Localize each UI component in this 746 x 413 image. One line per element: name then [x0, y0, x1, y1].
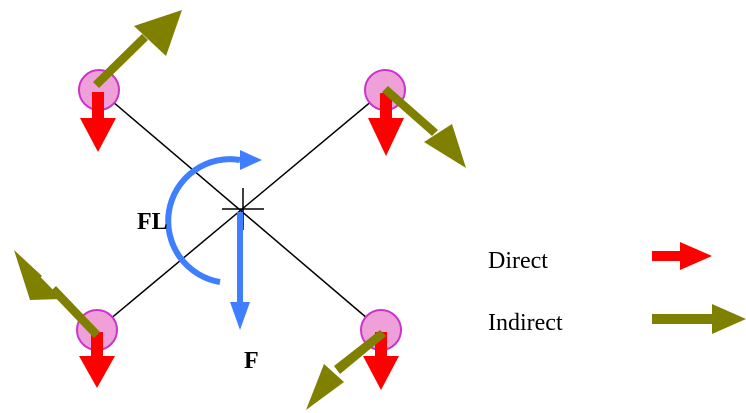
direct-arrow-bottom-left [79, 332, 115, 388]
indirect-arrow-bottom-left [14, 250, 100, 338]
indirect-arrow-top-right [382, 86, 466, 168]
indirect-arrow-bottom-right [306, 330, 386, 410]
legend-indirect-label: Indirect [488, 310, 563, 336]
legend-indirect-arrow [652, 304, 746, 334]
force-arrow-shaft [237, 212, 243, 304]
legend-direct-arrow [652, 242, 712, 270]
moment-arc-arrowhead [240, 150, 262, 170]
frame-arm-ne-sw [96, 89, 386, 331]
direct-arrow-top-right [368, 93, 404, 156]
force-arrow-head [230, 302, 250, 330]
direct-arrow-top-left [80, 92, 116, 152]
force-label: F [244, 348, 259, 374]
moment-label: FL [137, 209, 168, 235]
indirect-arrow-top-left [93, 10, 182, 88]
moment-arc [165, 156, 241, 285]
legend-direct-label: Direct [488, 248, 548, 274]
